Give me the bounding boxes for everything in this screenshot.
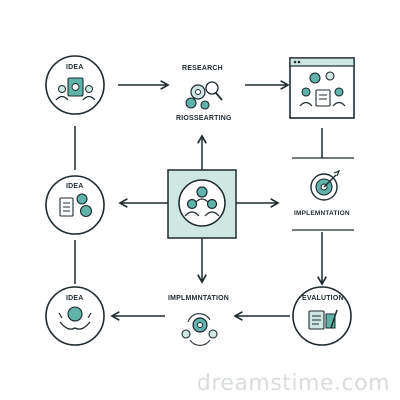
report-pen-icon — [308, 309, 338, 330]
research-gears-icon — [185, 81, 223, 110]
implementation-bottom-label: IMPLMMNTATION — [168, 295, 230, 302]
research-sublabel: RIOSSEARTING — [176, 115, 232, 122]
evaluation-node — [292, 286, 352, 346]
research-label: RESEARCH — [182, 65, 223, 72]
gear-cycle-icon — [181, 313, 218, 346]
idea-top-label: IDEA — [66, 64, 84, 71]
checklist-coins-icon — [59, 193, 93, 218]
watermark: dreamstime.com — [196, 371, 390, 396]
idea-bottom-label: IDEA — [66, 295, 84, 302]
browser-node — [289, 57, 355, 119]
idea-mid-node — [45, 175, 105, 235]
idea-bottom-node — [45, 286, 105, 346]
team-network-icon — [178, 179, 226, 227]
evaluation-label: EVALUTION — [302, 295, 344, 302]
implementation-right-label: IMPLEMNTATION — [294, 210, 350, 217]
target-icon — [310, 169, 341, 201]
browser-team-icon — [299, 71, 346, 107]
implementation-right-node — [292, 157, 354, 231]
idea-mid-label: IDEA — [66, 183, 84, 190]
money-hands-icon — [58, 306, 92, 330]
idea-top-node — [45, 55, 105, 115]
center-node — [167, 169, 237, 239]
connector-lines — [74, 80, 327, 321]
money-people-icon — [55, 77, 96, 101]
